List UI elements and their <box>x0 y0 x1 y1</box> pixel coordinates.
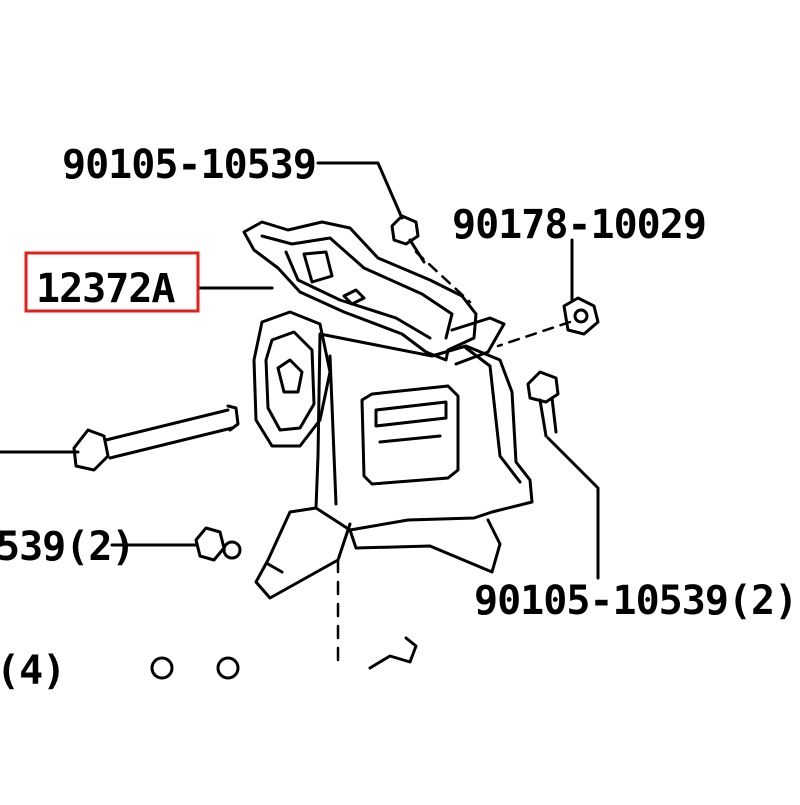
mount-body-drawing <box>252 310 534 600</box>
label-left-bolt: 539(2) <box>0 524 135 570</box>
label-top-bolt: 90105-10539 <box>62 142 316 188</box>
bottom-parts-drawing <box>150 636 418 680</box>
label-bottom-left: (4) <box>0 648 65 694</box>
nut-drawing <box>562 296 600 336</box>
left-bolt-drawing <box>194 526 242 562</box>
right-bolt-drawing <box>526 370 560 438</box>
label-nut: 90178-10029 <box>452 202 706 248</box>
dash-top-bolt-line <box>414 250 472 304</box>
leader-right-bolt <box>546 436 600 580</box>
leader-top-bolt <box>316 161 404 220</box>
top-bolt-drawing <box>390 214 426 264</box>
label-right-bolt: 90105-10539(2) <box>474 578 797 624</box>
highlight-box <box>24 251 200 313</box>
left-long-bolt-drawing <box>72 404 240 472</box>
label-highlighted-part[interactable]: 12372A <box>36 266 176 312</box>
dash-nut-line <box>496 320 572 348</box>
